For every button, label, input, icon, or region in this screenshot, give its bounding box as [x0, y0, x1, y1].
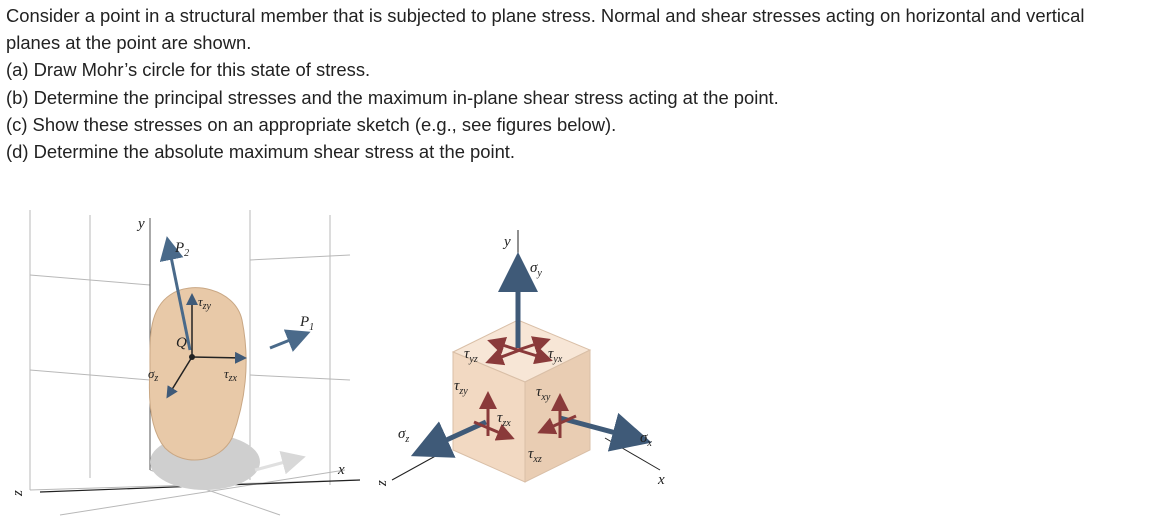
problem-intro-line-1: Consider a point in a structural member …: [6, 5, 1085, 26]
tau-xz-label: τxz: [528, 446, 542, 465]
problem-part-b: (b) Determine the principal stresses and…: [6, 86, 779, 108]
tau-yz-label: τyz: [464, 346, 478, 365]
left-x-label: x: [337, 462, 345, 478]
p1-arrow: [269, 329, 311, 352]
right-x-label: x: [657, 472, 665, 488]
problem-statement: Consider a point in a structural member …: [6, 2, 1150, 165]
left-y-label: y: [136, 216, 145, 232]
left-z-label: z: [10, 490, 26, 497]
tau-zy-right-label: τzy: [454, 378, 468, 397]
sigma-x-label: σx: [640, 430, 652, 449]
tau-zx-left-label: τzx: [224, 366, 238, 384]
problem-intro-line-2: planes at the point are shown.: [6, 32, 252, 54]
q-label: Q: [176, 335, 187, 351]
p2-label: P2: [174, 240, 189, 259]
tau-zx-right-label: τzx: [497, 410, 511, 429]
tau-xy-label: τxy: [536, 384, 551, 403]
cube-side: [524, 349, 591, 483]
problem-part-a: (a) Draw Mohr’s circle for this state of…: [6, 59, 371, 81]
problem-part-c: (c) Show these stresses on an appropriat…: [6, 113, 617, 135]
stress-figures: y x z P2 P1 Q τzy τzx σz y x z: [10, 210, 665, 516]
p2-arrow: [159, 236, 192, 351]
tau-yz-arrow-opp: [517, 336, 551, 354]
floor-arrow: [254, 451, 306, 475]
sigma-z-right-arrow: [410, 419, 488, 458]
problem-part-d: (d) Determine the absolute maximum shear…: [6, 141, 516, 163]
sigma-z-left-label: σz: [148, 366, 158, 384]
left-figure: y x z P2 P1 Q τzy τzx σz: [10, 210, 361, 516]
sigma-z-arrow: [166, 356, 193, 399]
tau-yz-arrow: [485, 348, 521, 366]
sigma-z-right-label: σz: [398, 426, 409, 445]
tau-xz-arrow: [537, 414, 577, 435]
sigma-x-arrow: [559, 412, 652, 452]
tau-yx-label: τyx: [548, 346, 563, 365]
body-shape: [148, 287, 247, 461]
tau-zx-arrow: [191, 351, 247, 364]
right-y-label: y: [502, 234, 511, 250]
tau-yx-arrow-opp: [487, 337, 519, 355]
tau-zy-left-label: τzy: [198, 294, 212, 312]
right-figure: y x z σy τyz τyx σz τzy τzx σx τxy τxz: [374, 230, 665, 488]
tau-yx-arrow: [517, 346, 553, 365]
right-z-label: z: [374, 480, 390, 487]
tau-zx-right-arrow: [473, 420, 515, 441]
p1-label: P1: [299, 314, 314, 333]
sigma-y-label: σy: [530, 260, 542, 279]
